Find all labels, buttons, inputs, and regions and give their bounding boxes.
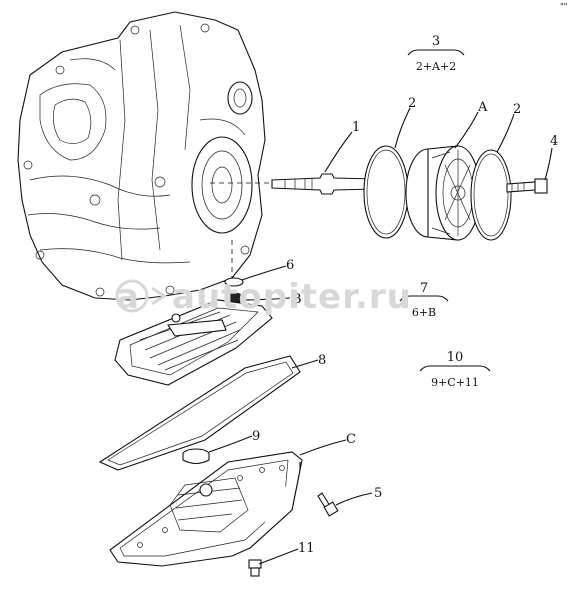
drain-plug-part-11 xyxy=(248,559,262,577)
bolt-part-4 xyxy=(506,178,548,194)
o-ring-part-2-left xyxy=(363,145,409,239)
callout-A: A xyxy=(477,100,488,115)
oil-pan-C xyxy=(109,451,303,567)
watermark-logo-glyph: a xyxy=(116,277,140,317)
callout-9: 9 xyxy=(252,429,260,444)
callout-3: 3 xyxy=(432,34,440,49)
callout-6: 6 xyxy=(286,258,294,273)
formula-10: 9+C+11 xyxy=(431,376,479,389)
callout-2-right: 2 xyxy=(513,102,521,117)
o-ring-part-2-right xyxy=(470,149,512,241)
callout-4: 4 xyxy=(550,134,558,149)
callout-7: 7 xyxy=(420,281,428,296)
callout-2-left: 2 xyxy=(408,96,416,111)
corner-mark: "" xyxy=(560,2,567,11)
assembly-3: 3 2+A+2 xyxy=(407,34,465,73)
seal-part-6 xyxy=(224,277,244,304)
callout-8: 8 xyxy=(318,353,326,368)
callout-C: C xyxy=(346,432,356,447)
callout-11: 11 xyxy=(298,541,315,556)
assembly-7: 7 6+B xyxy=(399,281,449,319)
callout-10: 10 xyxy=(447,350,464,365)
watermark: a autopiter.ru xyxy=(115,277,412,317)
callout-1: 1 xyxy=(352,120,360,135)
transmission-housing xyxy=(17,11,280,301)
o-ring-inner-right xyxy=(473,153,509,237)
watermark-text: autopiter.ru xyxy=(172,277,412,317)
oil-filter-B xyxy=(114,299,273,386)
pump-assembly-A xyxy=(405,145,481,241)
leader-lines xyxy=(208,107,553,565)
formula-7: 6+B xyxy=(412,306,436,319)
bolt-part-5 xyxy=(317,492,339,517)
assembly-10: 10 9+C+11 xyxy=(419,350,491,389)
seal-part-9 xyxy=(182,448,210,465)
formula-3: 2+A+2 xyxy=(416,60,456,73)
o-ring-inner-left xyxy=(366,149,406,235)
gasket-part-8 xyxy=(98,355,301,471)
callout-B: B xyxy=(292,292,302,307)
callout-5: 5 xyxy=(374,486,382,501)
